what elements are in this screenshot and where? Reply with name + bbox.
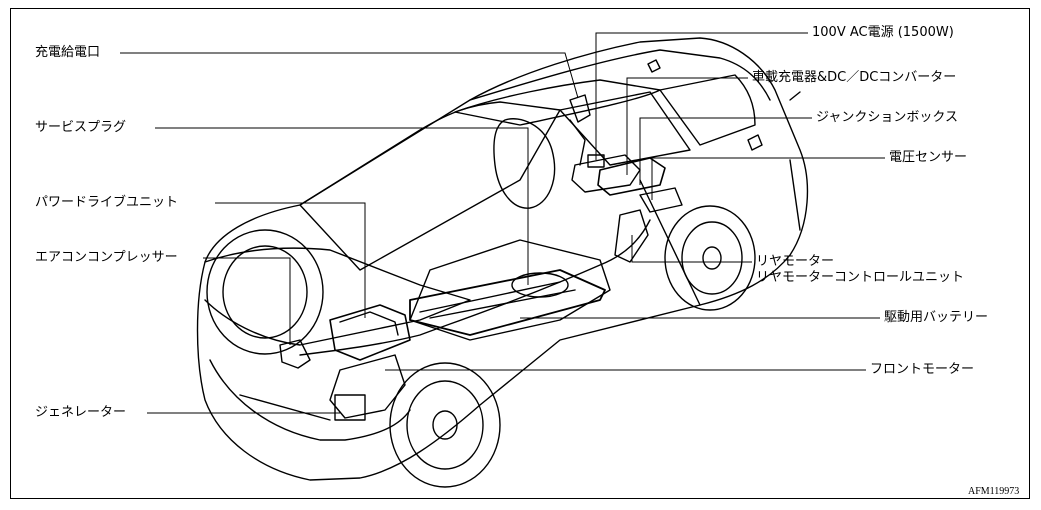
- leader-power-drive-unit: [215, 202, 366, 318]
- side-window-front: [559, 91, 691, 166]
- label-rear-motor: リヤモーター: [756, 254, 835, 269]
- rear-left-tire: [493, 118, 556, 209]
- battery-dome: [511, 272, 569, 298]
- rear-right-wheel: [664, 205, 756, 311]
- leader-junction-box: [639, 117, 812, 185]
- label-charger-dcdc: 車載充電器&DC／DCコンバーター: [752, 70, 957, 85]
- label-ac-compressor: エアコンコンプレッサー: [35, 250, 178, 265]
- label-power-drive-unit: パワードライブユニット: [35, 195, 179, 210]
- ac-compressor: [279, 339, 311, 369]
- sunroof: [454, 79, 661, 126]
- voltage-sensor-unit: [639, 187, 683, 213]
- label-ac-outlet: 100V AC電源 (1500W): [812, 25, 954, 40]
- charging-port: [569, 94, 591, 123]
- figure-code: AFM119973: [968, 486, 1020, 497]
- label-service-plug: サービスプラグ: [35, 120, 127, 135]
- front-motor: [329, 354, 406, 419]
- label-junction-box: ジャンクションボックス: [816, 110, 958, 125]
- roof-line: [469, 49, 771, 101]
- label-charging-port: 充電給電口: [35, 45, 101, 60]
- leader-ac-compressor: [203, 257, 291, 345]
- label-front-motor: フロントモーター: [870, 362, 975, 377]
- hv-cable: [299, 219, 651, 356]
- junction-box: [597, 157, 666, 196]
- label-rear-motor-control: リヤモーターコントロールユニット: [756, 270, 965, 285]
- windshield: [299, 101, 561, 271]
- leader-charger-dcdc: [626, 77, 748, 175]
- side-window-rear: [659, 74, 756, 146]
- leader-ac-outlet: [595, 32, 808, 160]
- generator-body: [334, 394, 366, 421]
- leader-rear-motor: [631, 235, 752, 263]
- car-body-outline: [196, 37, 809, 481]
- leader-charging-port: [120, 52, 579, 99]
- front-bumper: [209, 359, 411, 441]
- label-drive-battery: 駆動用バッテリー: [884, 310, 989, 325]
- label-generator: ジェネレーター: [35, 405, 127, 420]
- leader-voltage-sensor: [651, 157, 885, 200]
- label-voltage-sensor: 電圧センサー: [889, 150, 968, 165]
- rear-motor-unit: [614, 209, 649, 263]
- diagram-frame: [10, 8, 1030, 499]
- front-right-wheel: [389, 362, 501, 488]
- leader-service-plug: [155, 127, 529, 285]
- charger-dcdc-unit: [571, 154, 641, 193]
- front-left-tire: [206, 229, 324, 355]
- drive-battery-pack: [409, 269, 606, 336]
